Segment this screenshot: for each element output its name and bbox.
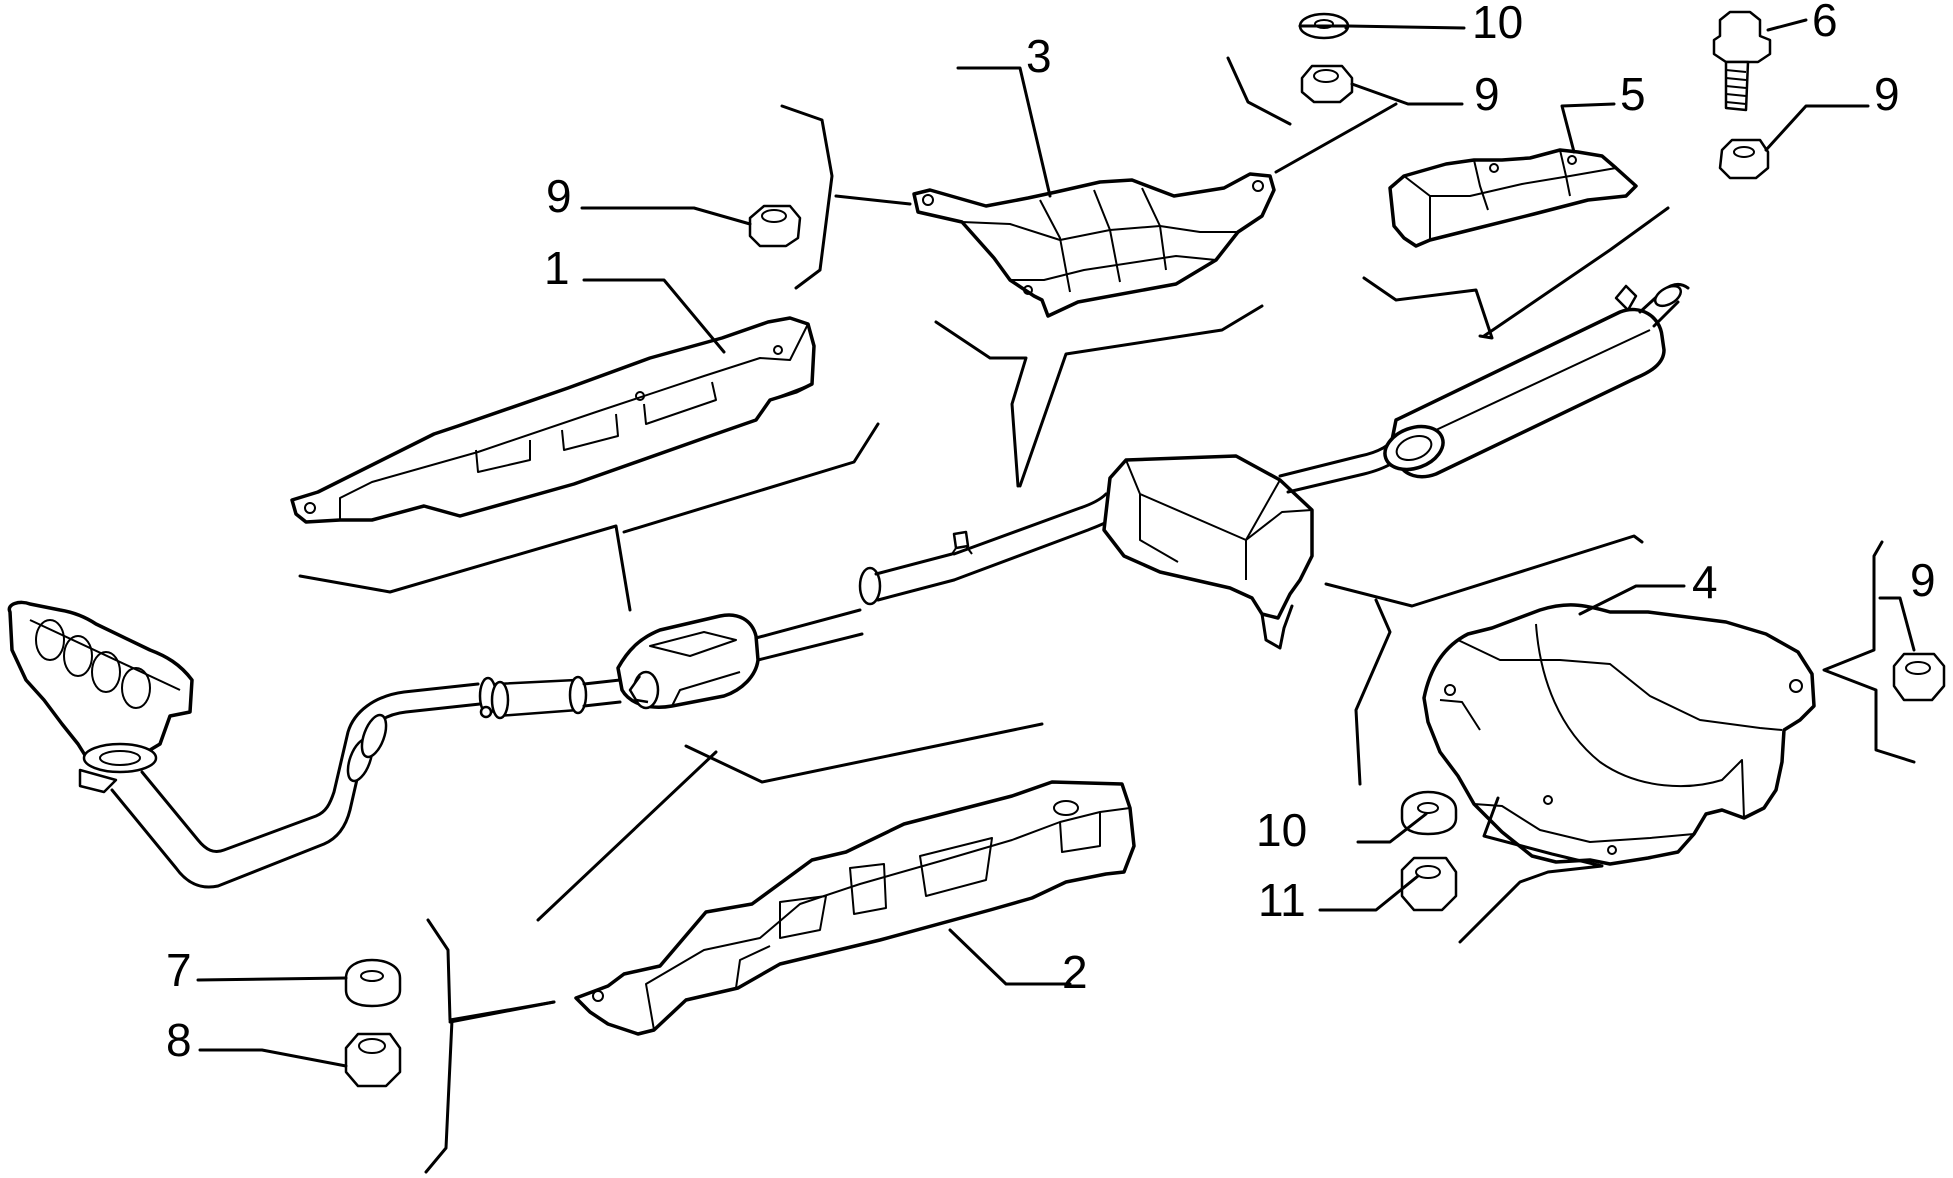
callout-labels: 1 2 3 4 5 6 7 8 9 9 9 9 10 10 11 — [166, 0, 1936, 1066]
heat-shield-4 — [1422, 603, 1816, 866]
leader-lines — [196, 18, 1916, 1068]
rear-silencer — [1278, 282, 1690, 494]
nut-9-left — [748, 204, 802, 248]
callout-4: 4 — [1692, 556, 1718, 608]
intermediate-pipe — [951, 492, 1112, 582]
flex-joint — [490, 675, 622, 720]
heat-shield-5 — [1388, 148, 1638, 248]
catalytic-converter — [616, 552, 956, 710]
callout-2: 2 — [1062, 946, 1088, 998]
exhaust-pipe-assembly — [7, 282, 1690, 889]
nut-9-right — [1892, 652, 1946, 702]
bolt-6 — [1712, 10, 1772, 112]
callout-9-right: 9 — [1910, 554, 1936, 606]
heat-shield-2 — [574, 780, 1136, 1036]
callout-9-topright: 9 — [1874, 68, 1900, 120]
callout-8: 8 — [166, 1014, 192, 1066]
washer-7 — [344, 958, 402, 1008]
callout-1: 1 — [544, 242, 570, 294]
callout-9-top: 9 — [1474, 68, 1500, 120]
heat-shield-3 — [912, 172, 1276, 318]
group-brackets — [298, 56, 1916, 1174]
nut-8 — [344, 1032, 402, 1088]
callout-3: 3 — [1026, 30, 1052, 82]
callout-7: 7 — [166, 944, 192, 996]
nut-11 — [1400, 856, 1458, 912]
callout-10-top: 10 — [1472, 0, 1523, 48]
callout-6: 6 — [1812, 0, 1838, 46]
callout-11: 11 — [1258, 874, 1306, 926]
nut-9-top — [1300, 64, 1354, 104]
callout-10-bottom: 10 — [1256, 804, 1307, 856]
callout-9-left: 9 — [546, 170, 572, 222]
exhaust-manifold — [7, 600, 194, 794]
central-silencer — [1102, 454, 1314, 650]
nut-9-topright — [1718, 138, 1770, 180]
callout-5: 5 — [1620, 68, 1646, 120]
heat-shield-1 — [290, 316, 816, 524]
